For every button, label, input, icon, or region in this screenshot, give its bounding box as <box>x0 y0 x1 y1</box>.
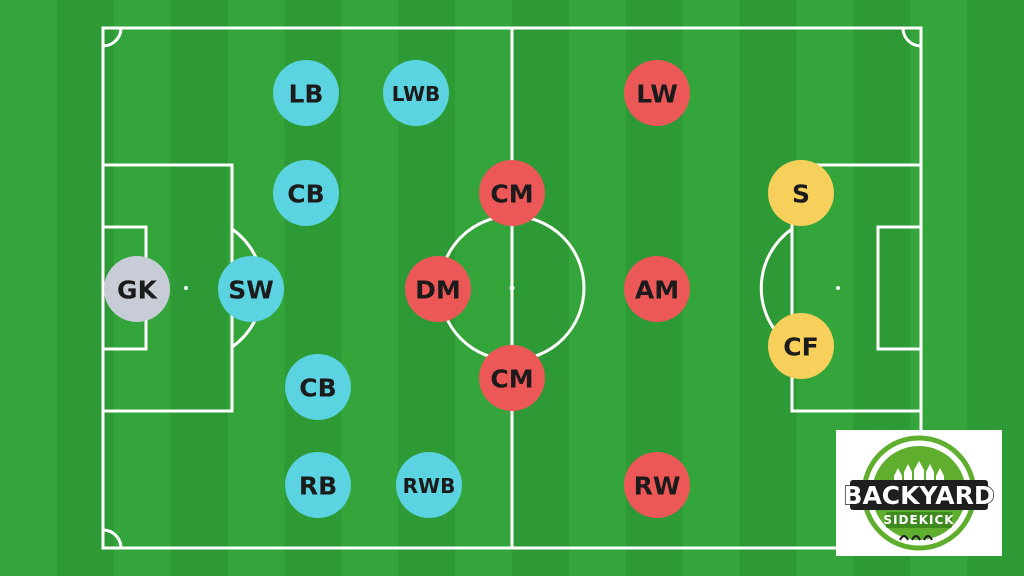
logo-banner <box>850 480 988 510</box>
player-label: CM <box>490 365 533 394</box>
backyard-sidekick-logo: BACKYARD SIDEKICK <box>836 430 1002 556</box>
player-marker-rw: RW <box>624 452 690 518</box>
player-circle <box>479 160 545 226</box>
grass-stripe <box>0 0 57 576</box>
player-label: RWB <box>403 474 456 498</box>
player-circle <box>273 60 339 126</box>
players: GK SW LB CB CB RB LWB RWB DM CM CM LW AM RW S CF <box>104 60 834 518</box>
player-marker-rwb: RWB <box>396 452 462 518</box>
player-marker-cb: CB <box>273 160 339 226</box>
player-marker-s: S <box>768 160 834 226</box>
corner-arc-bottom-left <box>102 528 123 549</box>
player-marker-lb: LB <box>273 60 339 126</box>
player-label: LB <box>289 80 324 109</box>
player-marker-cm: CM <box>479 160 545 226</box>
player-circle <box>396 452 462 518</box>
player-label: LWB <box>392 82 441 106</box>
player-label: SW <box>228 276 274 305</box>
player-label: DM <box>415 276 461 305</box>
player-marker-cf: CF <box>768 313 834 379</box>
logo-sub-text: SIDEKICK <box>883 513 954 527</box>
left-penalty-spot <box>184 286 188 290</box>
player-circle <box>624 452 690 518</box>
corner-arc-top-left <box>102 27 123 48</box>
grass-stripe <box>568 0 626 576</box>
player-circle <box>218 256 284 322</box>
player-label: CM <box>490 180 533 209</box>
player-marker-cm: CM <box>479 345 545 411</box>
player-circle <box>624 60 690 126</box>
player-circle <box>624 256 690 322</box>
logo-main-text: BACKYARD <box>843 481 994 510</box>
logo-sub-banner <box>886 512 952 528</box>
player-circle <box>768 313 834 379</box>
player-marker-cb: CB <box>285 354 351 420</box>
player-circle <box>104 256 170 322</box>
player-marker-am: AM <box>624 256 690 322</box>
player-label: AM <box>635 276 679 305</box>
player-label: RB <box>299 472 337 501</box>
right-goal-area <box>876 225 923 351</box>
player-marker-dm: DM <box>405 256 471 322</box>
player-label: CB <box>299 374 336 403</box>
player-marker-lwb: LWB <box>383 60 449 126</box>
player-label: LW <box>636 80 678 109</box>
player-label: S <box>792 180 810 209</box>
grass-stripe <box>682 0 740 576</box>
player-circle <box>383 60 449 126</box>
player-circle <box>405 256 471 322</box>
player-circle <box>768 160 834 226</box>
player-label: CF <box>783 333 818 362</box>
player-circle <box>479 345 545 411</box>
player-circle <box>285 452 351 518</box>
player-label: CB <box>287 180 324 209</box>
player-marker-gk: GK <box>104 256 170 322</box>
player-circle <box>285 354 351 420</box>
player-marker-rb: RB <box>285 452 351 518</box>
player-label: RW <box>634 472 681 501</box>
player-marker-lw: LW <box>624 60 690 126</box>
grass-icon <box>899 535 933 541</box>
centre-spot <box>509 285 515 291</box>
logo-graphic: BACKYARD SIDEKICK <box>843 435 995 551</box>
player-label: GK <box>117 276 159 305</box>
corner-arc-top-right <box>901 27 922 48</box>
right-penalty-spot <box>836 286 840 290</box>
player-marker-sw: SW <box>218 256 284 322</box>
player-circle <box>273 160 339 226</box>
